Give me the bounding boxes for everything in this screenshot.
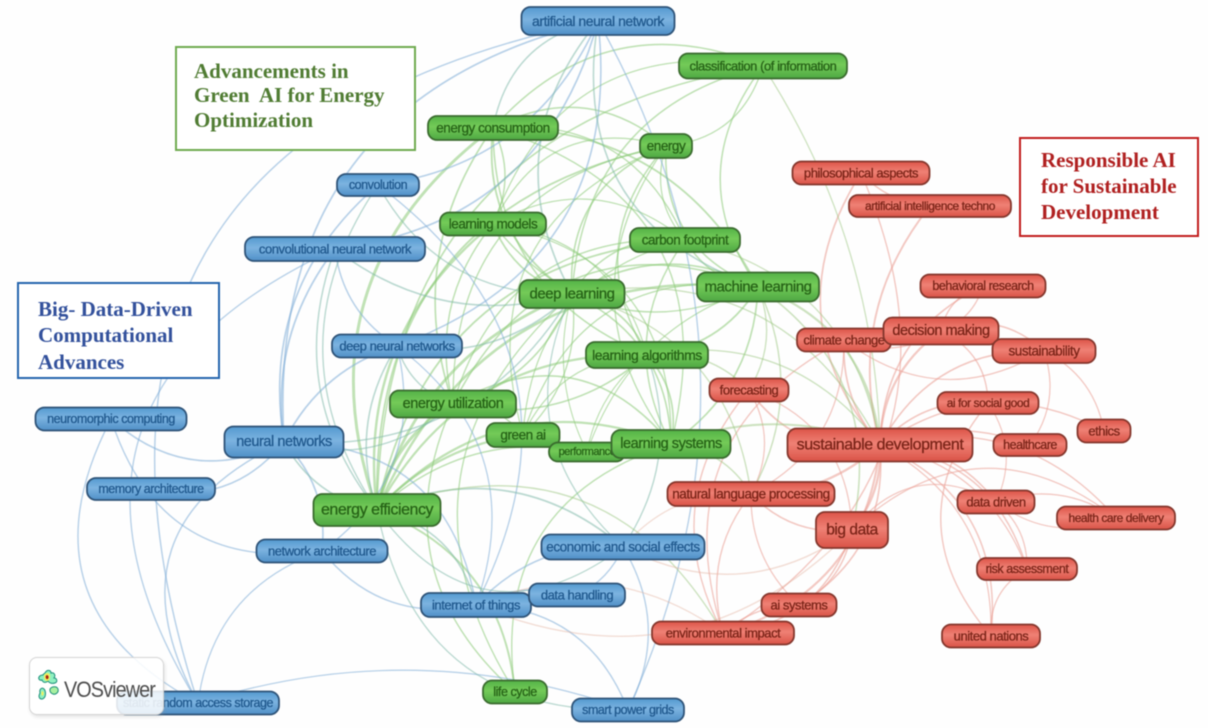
svg-text:artificial intelligence techno: artificial intelligence techno <box>865 199 996 213</box>
svg-text:energy: energy <box>647 139 686 154</box>
svg-text:convolutional neural network: convolutional neural network <box>259 242 412 257</box>
svg-text:internet of things: internet of things <box>432 598 521 613</box>
svg-text:data driven: data driven <box>966 495 1026 510</box>
svg-text:learning systems: learning systems <box>620 436 722 452</box>
svg-text:classification (of information: classification (of information <box>690 59 837 74</box>
svg-text:energy utilization: energy utilization <box>403 396 504 412</box>
svg-text:carbon footprint: carbon footprint <box>642 233 729 248</box>
svg-text:health care delivery: health care delivery <box>1068 511 1164 525</box>
svg-text:machine learning: machine learning <box>704 279 811 296</box>
svg-text:performance: performance <box>559 446 616 458</box>
svg-text:learning algorithms: learning algorithms <box>592 347 702 363</box>
svg-text:life cycle: life cycle <box>493 685 537 699</box>
svg-text:environmental impact: environmental impact <box>666 626 781 641</box>
svg-text:neuromorphic computing: neuromorphic computing <box>47 412 175 426</box>
svg-text:neural networks: neural networks <box>236 434 332 450</box>
svg-text:ethics: ethics <box>1088 424 1120 439</box>
svg-text:memory architecture: memory architecture <box>98 482 204 496</box>
svg-text:deep learning: deep learning <box>529 286 614 303</box>
svg-text:network architecture: network architecture <box>268 544 376 559</box>
svg-text:learning models: learning models <box>449 217 538 232</box>
svg-text:energy efficiency: energy efficiency <box>321 502 434 519</box>
svg-text:convolution: convolution <box>349 178 408 192</box>
svg-text:ai systems: ai systems <box>771 598 829 613</box>
svg-text:behavioral research: behavioral research <box>932 279 1034 293</box>
svg-text:forecasting: forecasting <box>720 383 779 398</box>
svg-text:risk assessment: risk assessment <box>986 562 1070 576</box>
svg-text:artificial neural network: artificial neural network <box>532 13 665 29</box>
svg-text:big data: big data <box>826 522 878 539</box>
svg-text:united nations: united nations <box>954 629 1030 644</box>
svg-text:decision making: decision making <box>892 323 990 339</box>
svg-text:healthcare: healthcare <box>1003 438 1057 452</box>
svg-text:philosophical aspects: philosophical aspects <box>804 166 919 181</box>
svg-text:deep neural networks: deep neural networks <box>339 339 455 354</box>
svg-text:green ai: green ai <box>500 428 546 443</box>
svg-text:sustainability: sustainability <box>1009 344 1081 359</box>
svg-text:natural language processing: natural language processing <box>672 487 829 502</box>
svg-text:smart power grids: smart power grids <box>582 703 674 717</box>
svg-text:energy consumption: energy consumption <box>436 121 549 136</box>
svg-text:data handling: data handling <box>541 588 613 603</box>
svg-text:ai for social good: ai for social good <box>947 396 1030 410</box>
svg-text:climate change: climate change <box>803 333 884 348</box>
svg-text:economic and social effects: economic and social effects <box>546 540 700 555</box>
svg-text:sustainable development: sustainable development <box>797 437 965 454</box>
